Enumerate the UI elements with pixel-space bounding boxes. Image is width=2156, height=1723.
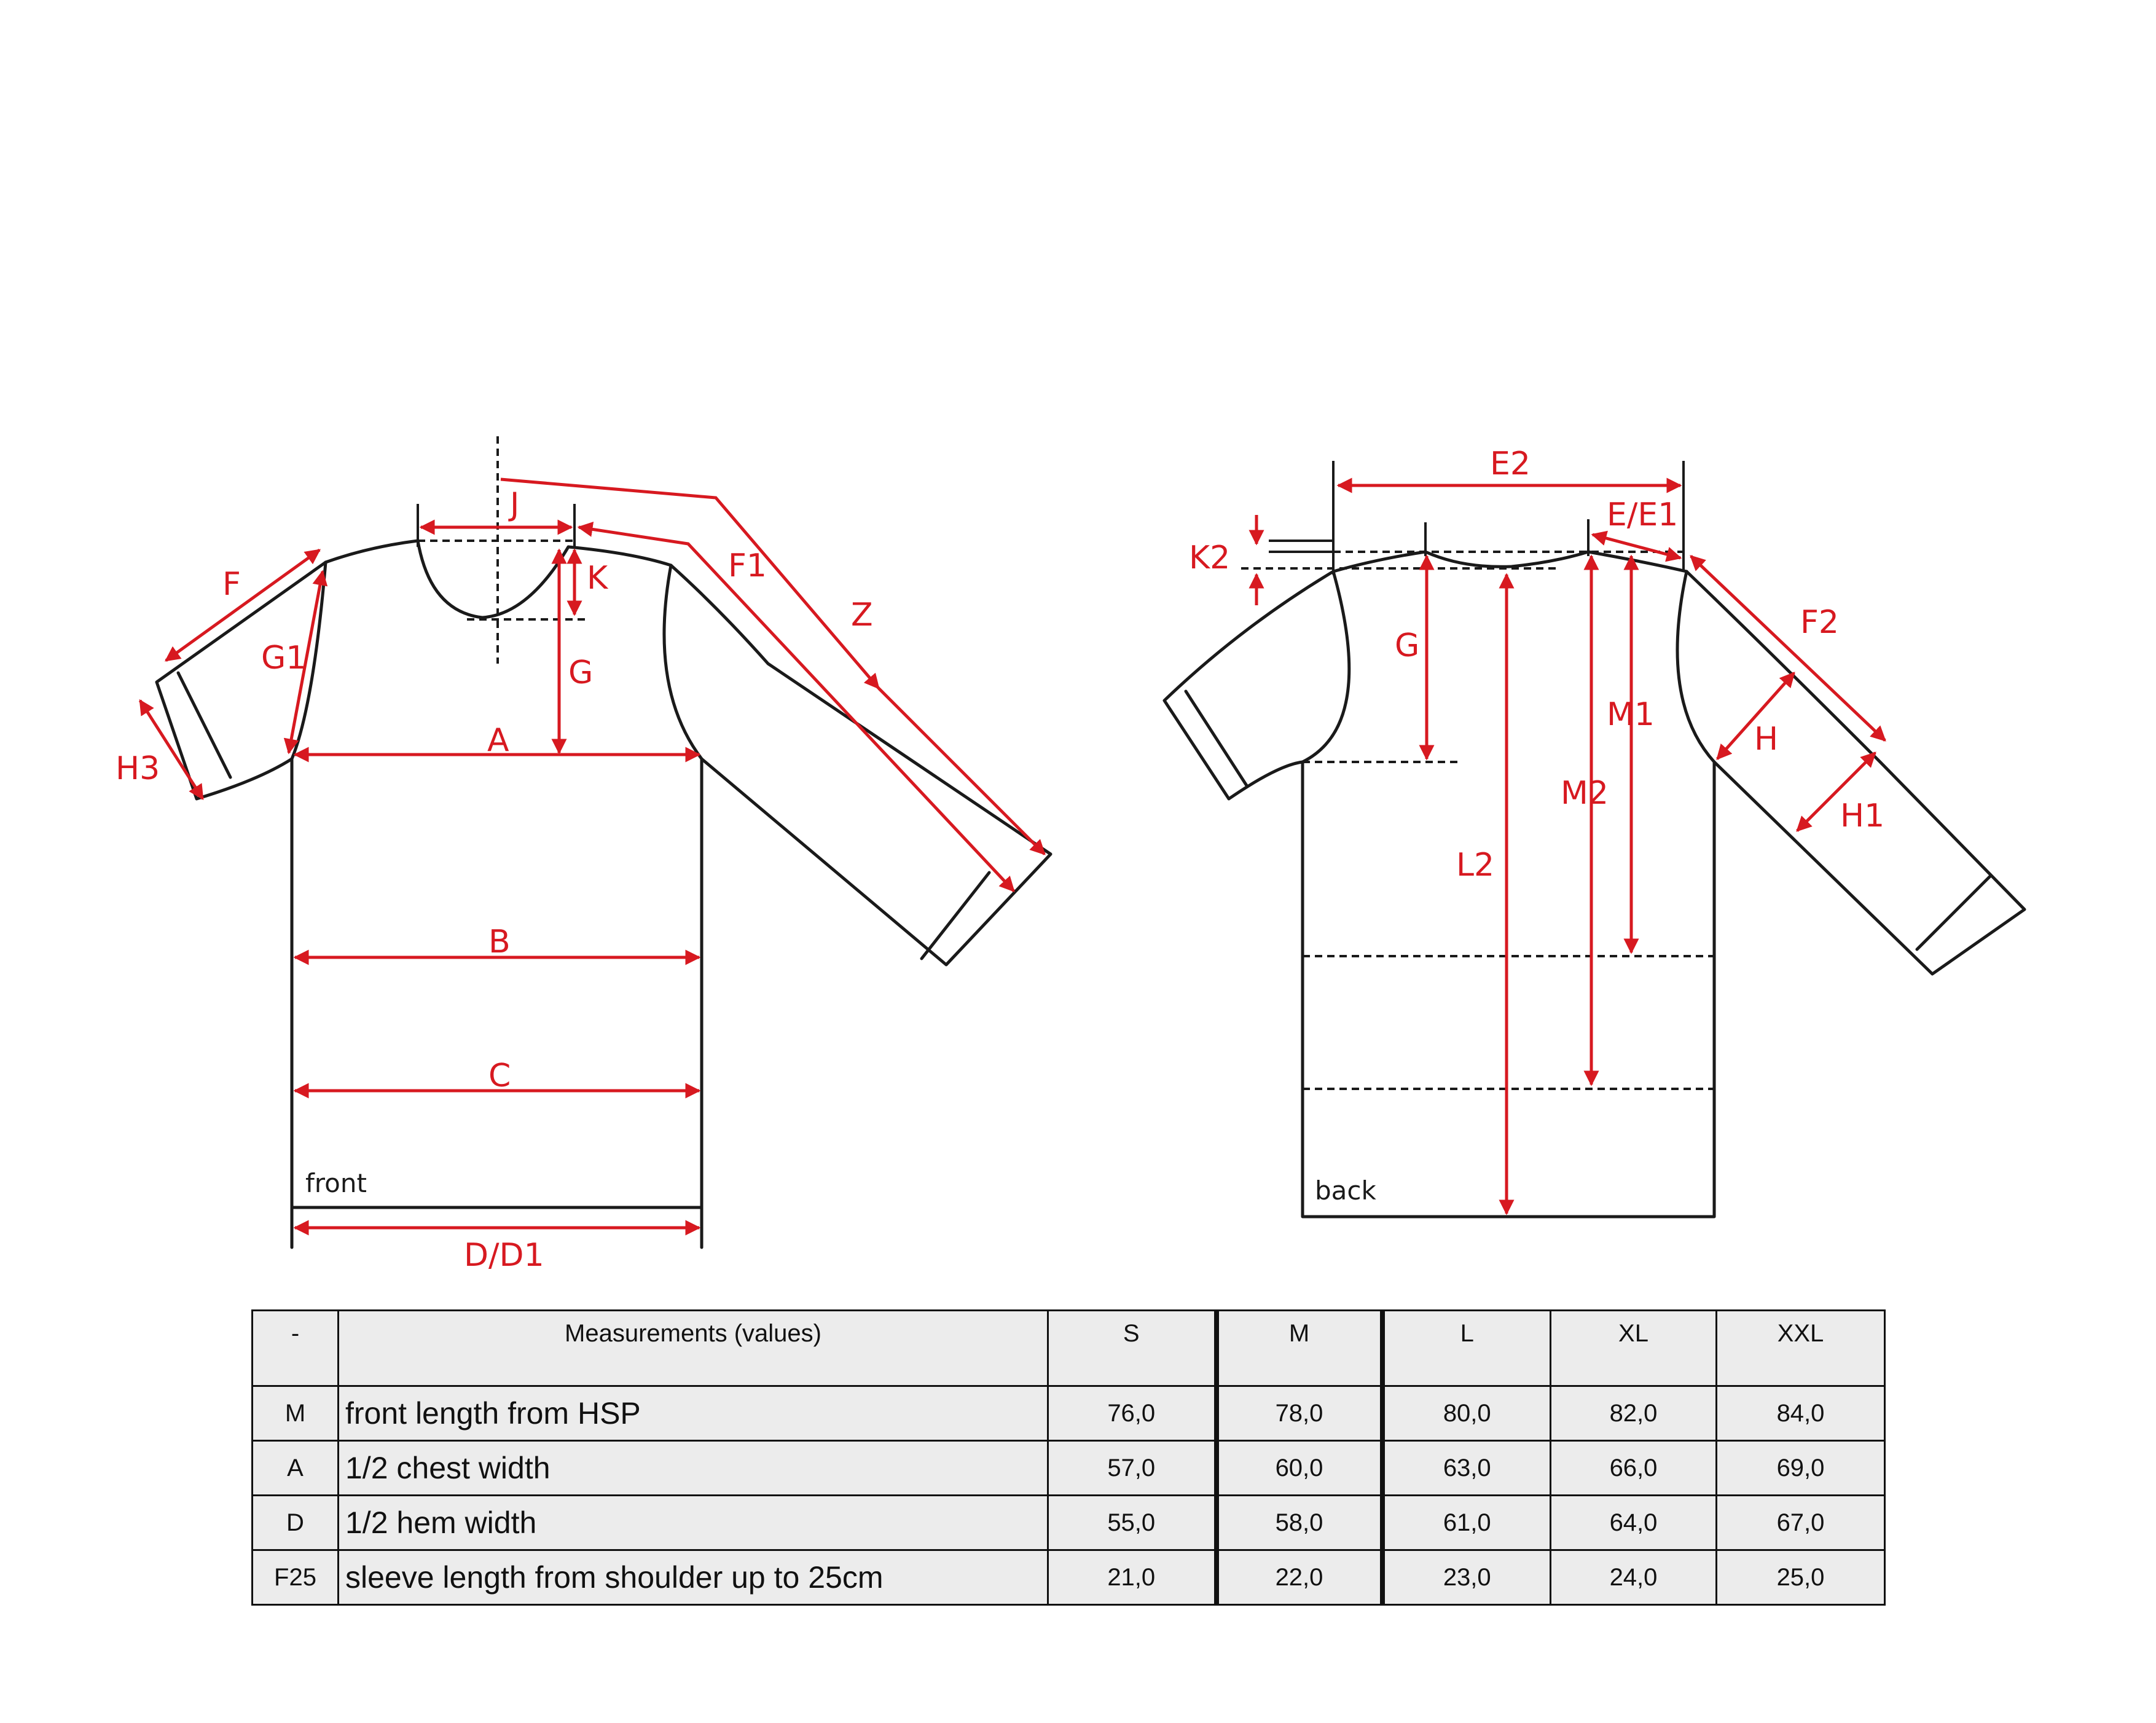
cell-value: 67,0 [1715, 1494, 1886, 1551]
cell-value: 60,0 [1215, 1440, 1385, 1496]
label-Z: Z [851, 597, 873, 634]
cell-value: 61,0 [1381, 1494, 1551, 1551]
row-label: 1/2 chest width [337, 1440, 1049, 1496]
cell-value: 76,0 [1047, 1385, 1219, 1442]
label-G-back: G [1395, 627, 1419, 664]
header-size-l: L [1381, 1309, 1551, 1387]
cell-value: 22,0 [1215, 1549, 1385, 1606]
measure-F1 [577, 522, 1015, 892]
label-K2: K2 [1189, 540, 1230, 576]
measure-G1 [283, 570, 328, 755]
measure-Z [877, 687, 1046, 855]
measure-H [1716, 672, 1795, 760]
front-view: J F1 Z F G1 K G H3 A B C D/D1 front [116, 436, 1053, 1274]
back-view: E2 E/E1 K2 F2 G M1 M2 L2 H H1 back [1162, 445, 2026, 1219]
cell-value: 57,0 [1047, 1440, 1219, 1496]
header-size-xl: XL [1550, 1309, 1717, 1387]
label-D-D1: D/D1 [464, 1237, 544, 1274]
label-M2: M2 [1561, 775, 1609, 812]
cell-value: 21,0 [1047, 1549, 1219, 1606]
row-code: A [251, 1440, 339, 1496]
measure-H3 [138, 699, 205, 801]
label-F2: F2 [1800, 604, 1839, 641]
header-size-m: M [1215, 1309, 1385, 1387]
header-size-s: S [1047, 1309, 1219, 1387]
label-A: A [487, 722, 509, 759]
cell-value: 55,0 [1047, 1494, 1219, 1551]
cell-value: 84,0 [1715, 1385, 1886, 1442]
row-code: D [251, 1494, 339, 1551]
table-row: A 1/2 chest width 57,0 60,0 63,0 66,0 69… [251, 1440, 1886, 1496]
cell-value: 25,0 [1715, 1549, 1886, 1606]
measure-E-E1 [1591, 530, 1682, 562]
table-row: F25 sleeve length from shoulder up to 25… [251, 1549, 1886, 1606]
label-J: J [508, 486, 519, 523]
header-size-xxl: XXL [1715, 1309, 1886, 1387]
label-B: B [488, 924, 511, 960]
row-code: F25 [251, 1549, 339, 1606]
label-F1: F1 [728, 548, 767, 584]
label-E-E1: E/E1 [1607, 496, 1678, 533]
label-L2: L2 [1456, 847, 1494, 884]
table-row: D 1/2 hem width 55,0 58,0 61,0 64,0 67,0 [251, 1494, 1886, 1551]
cell-value: 78,0 [1215, 1385, 1385, 1442]
cell-value: 80,0 [1381, 1385, 1551, 1442]
label-M1: M1 [1607, 696, 1655, 733]
cell-value: 63,0 [1381, 1440, 1551, 1496]
label-C: C [488, 1058, 511, 1094]
row-label: front length from HSP [337, 1385, 1049, 1442]
row-label: 1/2 hem width [337, 1494, 1049, 1551]
measure-F [164, 548, 321, 662]
measure-H1 [1796, 752, 1876, 832]
label-F: F [222, 566, 241, 603]
size-chart-table: - Measurements (values) S M L XL XXL M f… [251, 1309, 1886, 1606]
label-K: K [587, 560, 609, 597]
label-G: G [568, 654, 593, 691]
label-E2: E2 [1490, 445, 1531, 482]
header-code: - [251, 1309, 339, 1387]
cell-value: 66,0 [1550, 1440, 1717, 1496]
label-H3: H3 [116, 750, 160, 787]
front-tag: front [305, 1168, 367, 1198]
table-header-row: - Measurements (values) S M L XL XXL [251, 1309, 1886, 1387]
back-garment-outline [1162, 550, 2026, 1219]
measure-F2 [1690, 555, 1886, 742]
cell-value: 24,0 [1550, 1549, 1717, 1606]
header-measurements: Measurements (values) [337, 1309, 1049, 1387]
cell-value: 58,0 [1215, 1494, 1385, 1551]
label-H1: H1 [1840, 798, 1884, 834]
cell-value: 23,0 [1381, 1549, 1551, 1606]
back-tag: back [1315, 1175, 1376, 1206]
table-row: M front length from HSP 76,0 78,0 80,0 8… [251, 1385, 1886, 1442]
row-label: sleeve length from shoulder up to 25cm [337, 1549, 1049, 1606]
cell-value: 69,0 [1715, 1440, 1886, 1496]
cell-value: 64,0 [1550, 1494, 1717, 1551]
cell-value: 82,0 [1550, 1385, 1717, 1442]
label-G1: G1 [261, 640, 306, 677]
row-code: M [251, 1385, 339, 1442]
label-H: H [1754, 721, 1778, 758]
